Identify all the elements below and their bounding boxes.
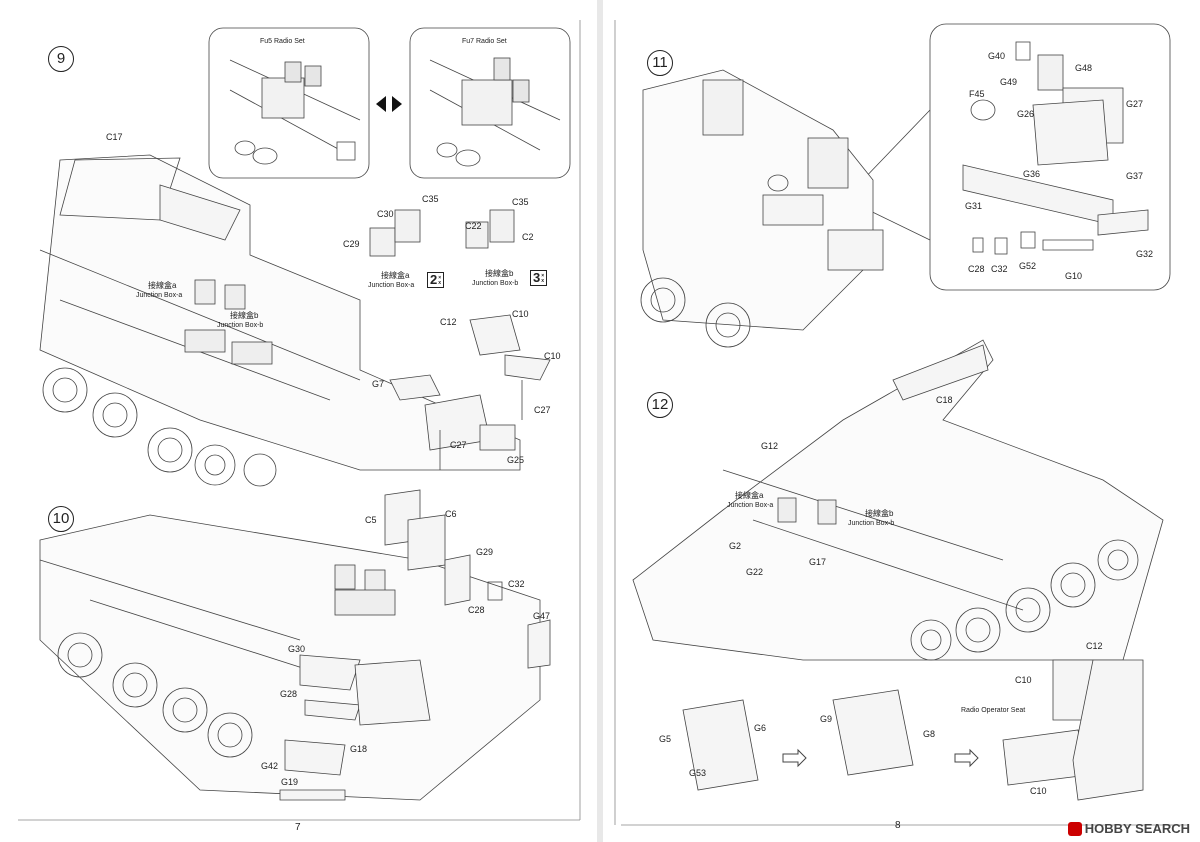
part-label: C29 [343, 239, 360, 249]
assembly-cn: 接線盒a [381, 271, 410, 280]
step-number-10: 10 [48, 506, 74, 532]
hobby-search-logo-icon [1067, 821, 1082, 836]
callout-cn: 接線盒a [735, 491, 764, 500]
step-number-12: 12 [647, 392, 673, 418]
callout-en: Junction Box-b [217, 322, 264, 329]
page-number: 8 [895, 820, 901, 831]
part-label: G7 [372, 379, 385, 389]
part-label: G40 [988, 51, 1006, 61]
part-label: G42 [261, 761, 279, 771]
part-label: G10 [1065, 271, 1083, 281]
part-label: G48 [1075, 63, 1093, 73]
detail-inset-frame [929, 23, 1171, 291]
part-label: F45 [969, 89, 985, 99]
inset-fu5-frame [208, 27, 370, 179]
part-label: C27 [450, 440, 467, 450]
part-label: G2 [729, 541, 742, 551]
step-number-11: 11 [647, 50, 673, 76]
assembly-badge-b: 3×x [527, 270, 548, 286]
instruction-page-left: 9 Fu5 Radio Set Fu7 Radio Set C17 接線盒a J… [0, 0, 597, 842]
part-label: G37 [1126, 171, 1144, 181]
part-label: G18 [350, 744, 368, 754]
assembly-en: Junction Box-a [368, 282, 415, 289]
callout-en: Junction Box-a [727, 502, 774, 509]
part-label: G49 [1000, 77, 1018, 87]
part-label: C22 [465, 221, 482, 231]
part-label: G47 [533, 611, 551, 621]
part-label: C5 [365, 515, 377, 525]
callout-en: Junction Box-a [136, 292, 183, 299]
assembly-badge-a: 2×x [424, 272, 445, 288]
callout-cn: 接線盒b [865, 509, 894, 518]
part-label: G29 [476, 547, 494, 557]
step-number-9: 9 [48, 46, 74, 72]
part-label: C27 [534, 405, 551, 415]
part-label: G28 [280, 689, 298, 699]
part-label: G22 [746, 567, 764, 577]
book-gutter [597, 0, 603, 842]
part-label: C12 [440, 317, 457, 327]
part-label: C6 [445, 509, 457, 519]
part-label: C30 [377, 209, 394, 219]
assembly-en: Junction Box-b [472, 280, 519, 287]
part-label: C32 [991, 264, 1008, 274]
watermark: HOBBY SEARCH [1067, 821, 1190, 836]
arrow-right-icon [392, 96, 402, 112]
next-arrow-icon [782, 748, 807, 768]
callout-cn: 接線盒a [148, 281, 177, 290]
part-label: C10 [512, 309, 529, 319]
part-label: G31 [965, 201, 983, 211]
part-label: G12 [761, 441, 779, 451]
part-label: G32 [1136, 249, 1154, 259]
part-label: G17 [809, 557, 827, 567]
callout-cn: 接線盒b [230, 311, 259, 320]
part-label: G19 [281, 777, 299, 787]
part-label: C10 [544, 351, 561, 361]
part-label: G26 [1017, 109, 1035, 119]
inset-fu7-frame [409, 27, 571, 179]
callout-en: Junction Box-b [848, 520, 895, 527]
part-label: C10 [1030, 786, 1047, 796]
part-label: G27 [1126, 99, 1144, 109]
left-page-line-art [18, 20, 581, 821]
inset-title-fu5: Fu5 Radio Set [260, 38, 305, 45]
next-arrow-icon [954, 748, 979, 768]
part-label: G52 [1019, 261, 1037, 271]
part-label: C28 [968, 264, 985, 274]
part-label: C2 [522, 232, 534, 242]
part-label: C12 [1086, 641, 1103, 651]
part-label: G8 [923, 729, 936, 739]
part-label: G5 [659, 734, 672, 744]
part-label: G53 [689, 768, 707, 778]
right-page-line-art [614, 20, 1188, 826]
assembly-cn: 接線盒b [485, 269, 514, 278]
part-label: G9 [820, 714, 833, 724]
arrow-left-icon [376, 96, 386, 112]
part-label: C10 [1015, 675, 1032, 685]
part-label: G30 [288, 644, 306, 654]
part-label: G36 [1023, 169, 1041, 179]
part-label: G25 [507, 455, 525, 465]
part-label: C35 [512, 197, 529, 207]
part-label: C32 [508, 579, 525, 589]
instruction-page-right: 11 G40 G48 G49 F45 G27 G26 G36 G37 G31 C… [603, 0, 1200, 842]
part-label: C28 [468, 605, 485, 615]
part-label: G6 [754, 723, 767, 733]
part-label: C17 [106, 132, 123, 142]
seat-caption: Radio Operator Seat [961, 707, 1026, 714]
part-label: C35 [422, 194, 439, 204]
part-label: C18 [936, 395, 953, 405]
inset-title-fu7: Fu7 Radio Set [462, 38, 507, 45]
page-number: 7 [295, 822, 301, 833]
